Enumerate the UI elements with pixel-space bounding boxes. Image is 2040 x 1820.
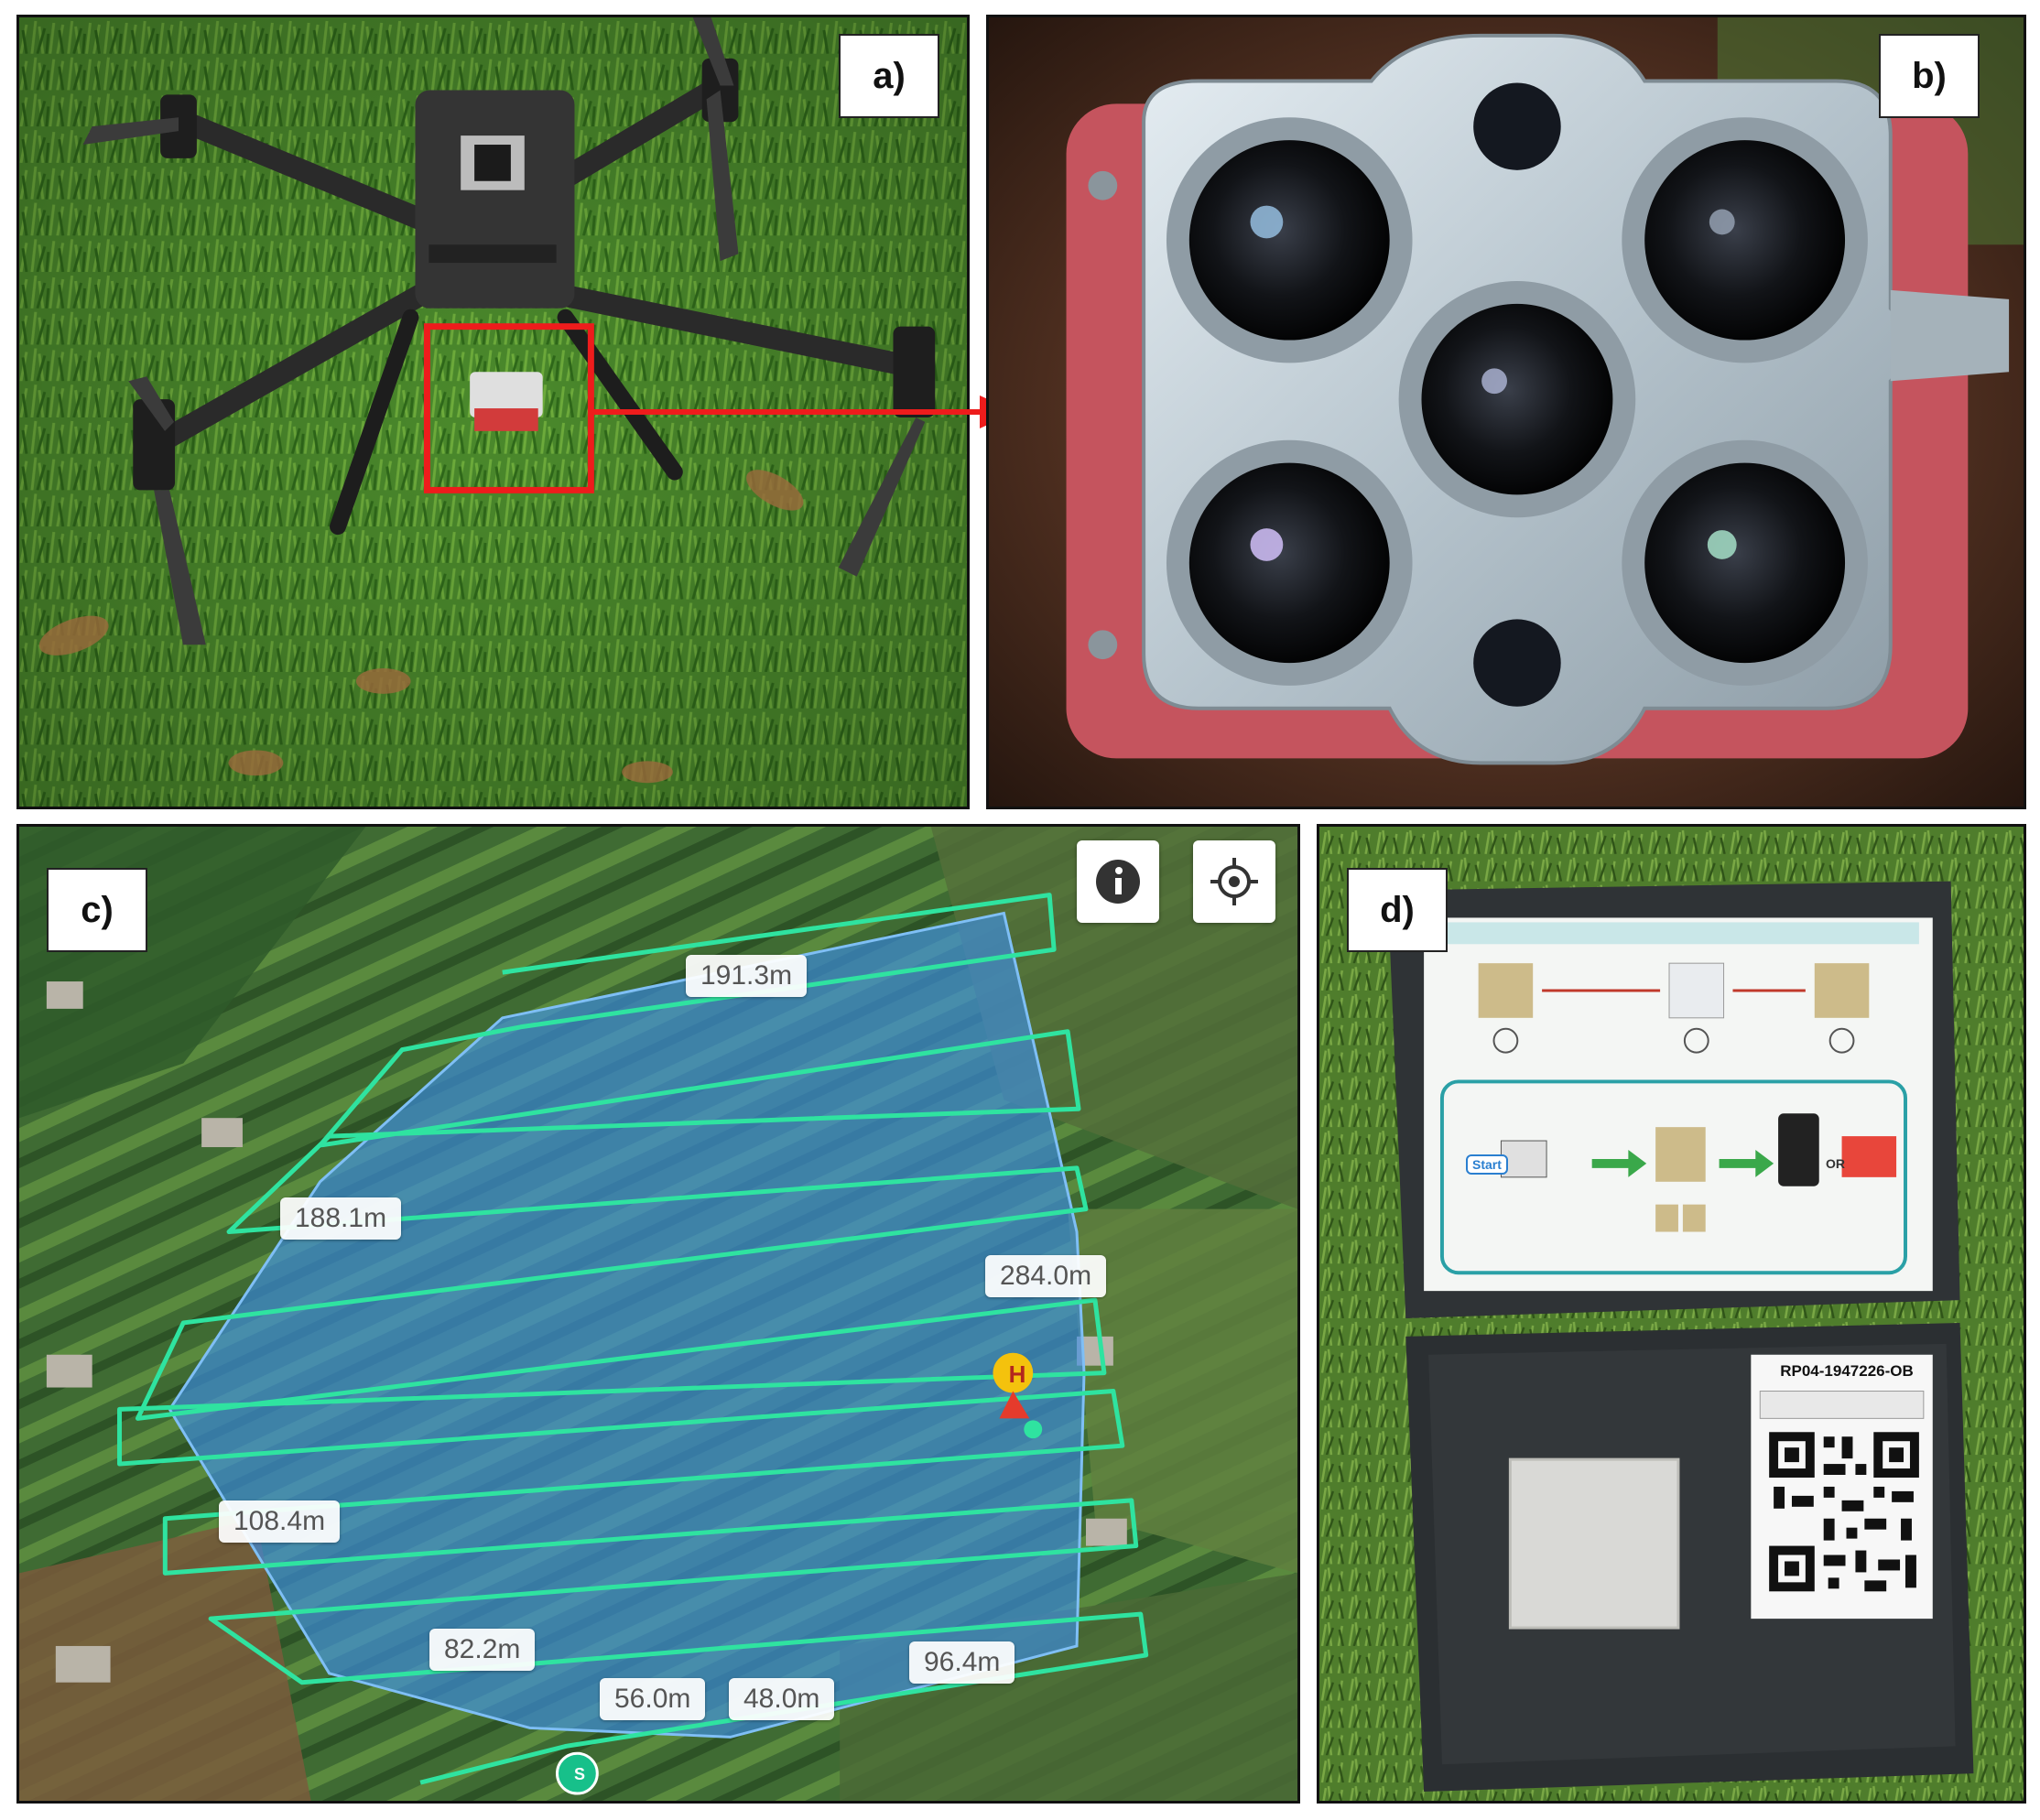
flight-path-line (117, 893, 1149, 1785)
drone-photo (19, 17, 967, 807)
distance-label: 82.2m (429, 1629, 536, 1671)
info-button[interactable] (1077, 840, 1159, 923)
distance-label: 188.1m (280, 1197, 402, 1240)
panel-c-label: c) (47, 868, 147, 952)
satellite-map (19, 827, 1297, 1801)
distance-label: 284.0m (985, 1255, 1107, 1297)
start-marker-icon (555, 1751, 599, 1795)
locate-button[interactable] (1193, 840, 1275, 923)
card-start-button: Start (1466, 1154, 1508, 1175)
distance-label: 108.4m (219, 1500, 341, 1543)
start-marker-label: S (573, 1765, 585, 1783)
info-icon (1096, 860, 1140, 904)
reflectance-panel (1508, 1457, 1680, 1630)
calibration-panel-photo (1319, 827, 2024, 1801)
qr-code-icon (1769, 1432, 1919, 1592)
panel-b-camera-photo: b) (986, 15, 2026, 809)
panel-serial-number: RP04-1947226-OB (1780, 1362, 1914, 1380)
distance-label: 191.3m (686, 955, 808, 997)
panel-b-label: b) (1879, 34, 1980, 118)
panel-a-drone-photo: a) (16, 15, 970, 809)
panel-a-label: a) (839, 34, 939, 118)
panel-d-calibration-panel-photo: Start OR RP04-1947226-OB d) (1317, 824, 2026, 1804)
home-marker-icon (993, 1352, 1043, 1439)
locate-icon (1210, 858, 1258, 905)
card-or-label: OR (1826, 1156, 1845, 1171)
panel-d-label: d) (1347, 868, 1448, 952)
panel-c-flight-plan-map: H S 191.3m 188.1m 284.0m 108.4m 82.2m 56… (16, 824, 1300, 1804)
camera-highlight-box (423, 323, 594, 493)
home-marker-label: H (1008, 1360, 1026, 1388)
arrow-right-icon (591, 395, 1016, 428)
camera-photo (989, 17, 2024, 807)
distance-label: 48.0m (729, 1678, 835, 1720)
distance-label: 56.0m (600, 1678, 706, 1720)
distance-label: 96.4m (909, 1641, 1015, 1684)
